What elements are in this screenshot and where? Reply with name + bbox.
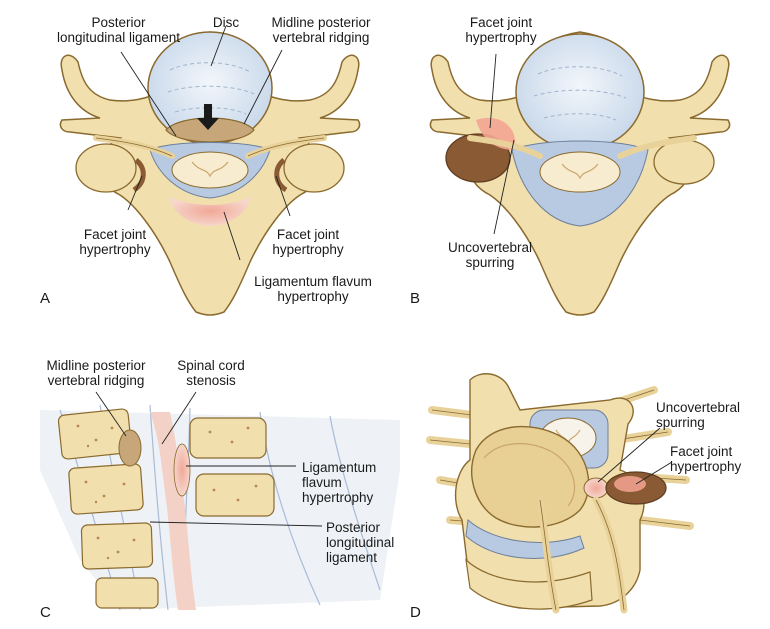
panel-c-vertebra-3 xyxy=(80,522,154,570)
panel-b-letter: B xyxy=(410,290,421,307)
panel-d-facet-line-2: hypertrophy xyxy=(670,459,742,474)
panel-d-uncovertebral-line-2: spurring xyxy=(656,415,705,430)
panel-a-lf-line-1: Ligamentum flavum xyxy=(254,274,372,289)
panel-a-facet-right-label: Facet joint hypertrophy xyxy=(262,227,354,257)
panel-c-lamina-2 xyxy=(195,473,275,517)
panel-b-illustration xyxy=(429,31,731,316)
panel-c-lf-line-2: flavum xyxy=(302,475,342,490)
panel-c-ridge xyxy=(118,429,142,467)
panel-a-facet-left xyxy=(75,143,137,193)
panel-d-uncovertebral-line-1: Uncovertebral xyxy=(656,400,741,415)
panel-d-facet-line-1: Facet joint xyxy=(670,444,733,459)
panel-a-disc-label: Disc xyxy=(206,15,246,30)
panel-a-letter: A xyxy=(40,290,51,307)
panel-a-facet-left-label: Facet joint hypertrophy xyxy=(70,227,160,257)
panel-b-disc xyxy=(515,33,645,151)
panel-b-facet-line-2: hypertrophy xyxy=(465,30,537,45)
panel-a-lf-label: Ligamentum flavum hypertrophy xyxy=(238,274,388,304)
panel-c-lf-line-1: Ligamentum xyxy=(302,460,377,475)
panel-a-arrow xyxy=(197,104,219,130)
panel-c-ridging-line-2: vertebral ridging xyxy=(47,373,145,388)
panel-a-disc-text: Disc xyxy=(212,15,240,30)
panel-d-disc xyxy=(465,518,585,559)
panel-d-letter: D xyxy=(410,604,421,621)
panel-d-uncovertebral-spur xyxy=(583,477,609,499)
panel-a-cord xyxy=(171,151,249,189)
panel-a-plc-label: Posterior longitudinal ligament xyxy=(36,15,201,45)
panel-c-plc-line-1: Posterior xyxy=(326,520,381,535)
panel-c-ridging-label: Midline posterior vertebral ridging xyxy=(36,358,156,388)
panel-b-uncovertebral-line-2: spurring xyxy=(465,255,515,270)
panel-c-lf-label: Ligamentum flavum hypertrophy xyxy=(302,460,392,505)
panel-c-vertebra-2 xyxy=(68,463,144,515)
panel-c-plc-line-2: longitudinal xyxy=(326,535,395,550)
panel-d-illustration xyxy=(426,373,694,614)
panel-a-facet-left-line-1: Facet joint xyxy=(83,227,147,242)
panel-a-facet-left-line-2: hypertrophy xyxy=(79,242,151,257)
panel-d-uncovertebral-label: Uncovertebral spurring xyxy=(656,400,762,430)
panel-d-vertebral-body xyxy=(471,425,590,528)
panel-a-plc-line-1: Posterior xyxy=(91,15,146,30)
panel-c-stenosis-label: Spinal cord stenosis xyxy=(168,358,254,388)
panel-b-facet-line-1: Facet joint xyxy=(469,15,533,30)
panel-a-ligamentum-flavum xyxy=(168,196,252,226)
panel-c-ligamentum-flavum xyxy=(173,443,191,497)
panel-a-facet-right-line-2: hypertrophy xyxy=(272,242,344,257)
panel-b-cord xyxy=(539,151,621,193)
panel-c-stenosis-line-2: stenosis xyxy=(186,373,236,388)
panel-a-ridging-line-1: Midline posterior xyxy=(271,15,371,30)
panel-a-ridge xyxy=(165,117,255,143)
panel-c-cord xyxy=(150,412,196,610)
panel-c-plc-label: Posterior longitudinal ligament xyxy=(326,520,406,565)
panel-b-uncovertebral-label: Uncovertebral spurring xyxy=(438,240,542,270)
panel-a-lf-line-2: hypertrophy xyxy=(277,289,349,304)
panel-a-facet-right-line-1: Facet joint xyxy=(276,227,340,242)
panel-b-facet-label: Facet joint hypertrophy xyxy=(456,15,546,45)
panel-a-ridging-label: Midline posterior vertebral ridging xyxy=(255,15,387,45)
panel-c-stenosis-line-1: Spinal cord xyxy=(177,358,245,373)
panel-a-facet-right xyxy=(283,143,345,193)
panel-a-ridging-line-2: vertebral ridging xyxy=(272,30,370,45)
panel-a-illustration xyxy=(59,25,361,316)
panel-c-lamina-1 xyxy=(189,417,267,459)
panel-b-facet-right xyxy=(653,139,715,185)
panel-d-facet-label: Facet joint hypertrophy xyxy=(670,444,762,474)
panel-b-uncovertebral-line-1: Uncovertebral xyxy=(447,240,533,255)
panel-c-vertebra-4 xyxy=(95,577,159,609)
panel-c-ridging-line-1: Midline posterior xyxy=(46,358,146,373)
panel-c-letter: C xyxy=(40,604,51,621)
panel-a-plc-line-2: longitudinal ligament xyxy=(56,30,181,45)
panel-c-illustration xyxy=(40,391,400,611)
panel-c-plc-line-3: ligament xyxy=(326,550,378,565)
panel-c-lf-line-3: hypertrophy xyxy=(302,490,374,505)
